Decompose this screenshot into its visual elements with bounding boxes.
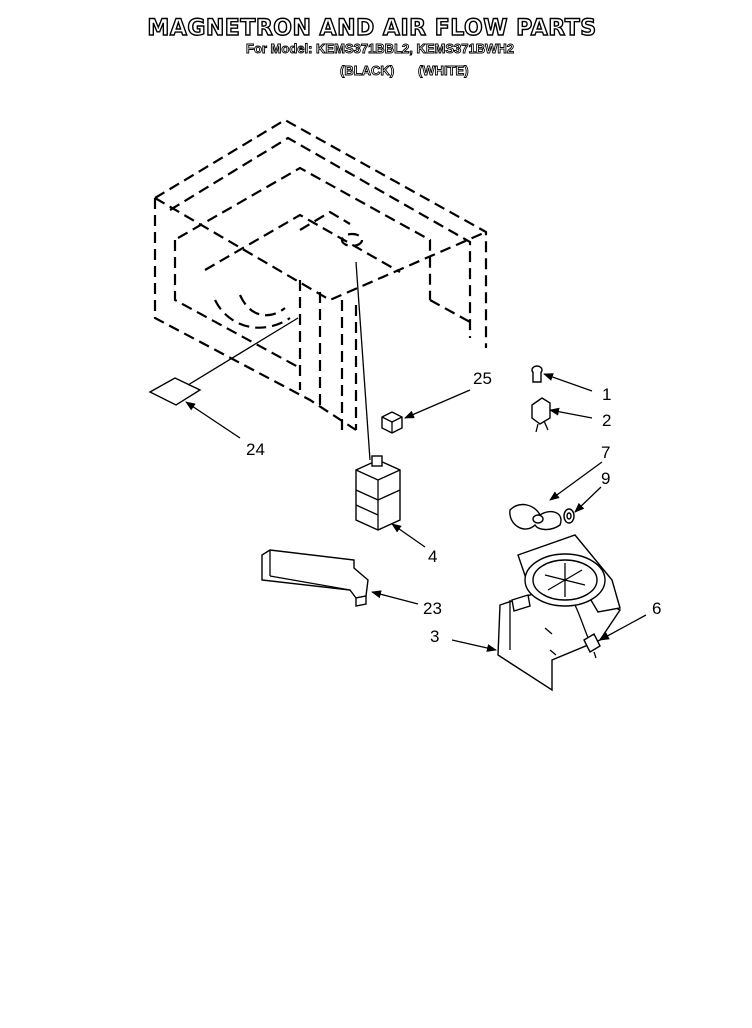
page-title: MAGNETRON AND AIR FLOW PARTS bbox=[147, 15, 597, 41]
part-2-connector bbox=[531, 397, 551, 433]
callout-24: 24 bbox=[246, 440, 265, 459]
part-25-block bbox=[381, 411, 403, 434]
part-23-air-duct-bracket bbox=[261, 549, 369, 607]
color-label-white: (WHITE) bbox=[418, 63, 469, 79]
leader-arrows bbox=[185, 373, 647, 652]
callout-labels: 1 2 7 9 25 24 4 23 6 3 bbox=[246, 369, 661, 646]
callout-9: 9 bbox=[601, 469, 610, 488]
oven-cavity-outline bbox=[153, 118, 488, 431]
part-24-cover-plate bbox=[148, 317, 299, 406]
callout-25: 25 bbox=[473, 369, 492, 388]
part-6-motor-wire bbox=[574, 604, 601, 659]
part-9-nut bbox=[563, 508, 575, 524]
part-7-fan-blade bbox=[509, 503, 606, 607]
callout-1: 1 bbox=[602, 385, 611, 404]
callout-23: 23 bbox=[423, 599, 442, 618]
callout-6: 6 bbox=[652, 599, 661, 618]
callout-2: 2 bbox=[602, 411, 611, 430]
callout-4: 4 bbox=[428, 547, 437, 566]
color-label-black: (BLACK) bbox=[340, 63, 395, 79]
callout-7: 7 bbox=[601, 443, 610, 462]
part-4-magnetron bbox=[355, 261, 401, 531]
part-1-screw bbox=[531, 365, 543, 383]
callout-3: 3 bbox=[430, 627, 439, 646]
model-subtitle: For Model: KEMS371BBL2, KEMS371BWH2 bbox=[246, 41, 515, 57]
